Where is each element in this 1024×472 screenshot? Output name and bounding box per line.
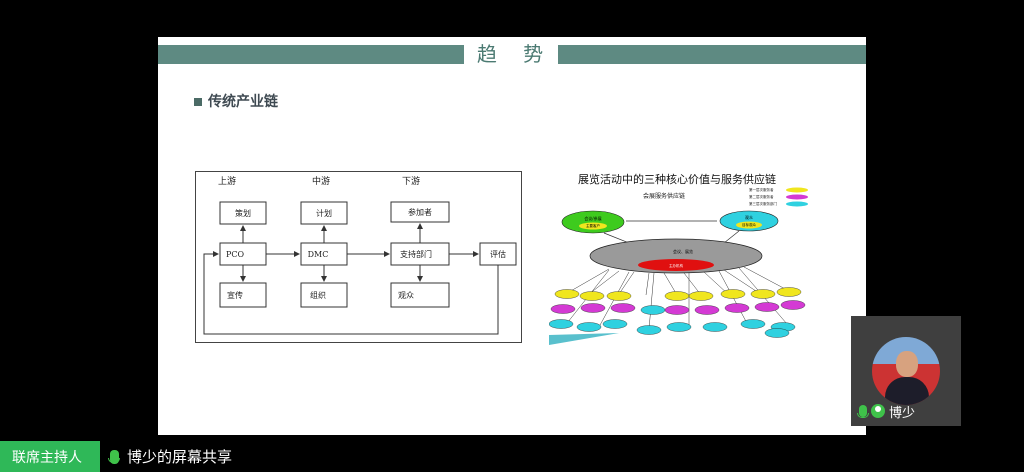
chain-mid-1: DMC [308,250,329,259]
chain-bottom-1: 组织 [310,290,326,300]
legend-swatch-2 [786,194,808,200]
chain-header-downstream: 下游 [402,175,420,187]
right-node-sub: 目标观众 [742,222,756,227]
chain-header-upstream: 上游 [218,175,236,187]
screen-share-indicator: 博少的屏幕共享 [108,446,233,467]
legend-label-1: 第一层次服务者 [749,187,774,192]
user-icon [871,404,885,418]
participant-video-tile[interactable]: 博少 [851,316,961,426]
chain-top-0: 策划 [235,208,251,218]
chain-header-midstream: 中游 [312,175,330,187]
supply-chain-label: 会展服务供应链 [643,192,685,200]
chain-mid-3: 评估 [490,249,506,259]
legend-swatch-1 [786,187,808,193]
supply-chain-title: 展览活动中的三种核心价值与服务供应链 [578,173,776,186]
chain-mid-0: PCO [226,250,245,259]
right-node-title: 观众 [745,215,753,220]
legend-label-2: 第二层次服务者 [749,194,774,199]
supply-chain-svg: 会展服务供应链 第一层次服务者 第二层次服务者 第三层次服务部门 会议/参展 主… [548,187,808,345]
chain-mid-2: 支持部门 [400,249,432,259]
bullet-square-icon [194,98,202,106]
participant-name: 博少 [889,405,916,421]
participant-avatar [872,337,940,405]
microphone-icon [108,449,120,464]
microphone-icon [857,405,869,418]
screen-share-label: 博少的屏幕共享 [127,448,233,466]
left-node-title: 会议/参展 [584,215,601,221]
title-bar-left [158,45,464,64]
chain-bottom-0: 宣传 [227,290,243,300]
industry-chain-svg: 上游 中游 下游 策划 计划 参加者 PCO DMC [203,175,517,335]
legend-label-3: 第三层次服务部门 [749,201,777,206]
center-label: 会议、展览 [673,248,693,254]
left-node-sub: 主要客户 [586,223,600,228]
slide-title: 趋 势 [476,42,554,66]
supply-chain-figure: 会展服务供应链 第一层次服务者 第二层次服务者 第三层次服务部门 会议/参展 主… [548,167,827,345]
chain-top-2: 参加者 [408,207,432,217]
title-bar-right [558,45,866,64]
legend-swatch-3 [786,201,808,207]
bottom-status-bar: 联席主持人 博少的屏幕共享 [0,441,1024,472]
slide-subtitle: 传统产业链 [208,94,278,110]
core-label: 主办机构 [669,263,683,268]
chain-top-1: 计划 [316,208,332,218]
participant-label: 博少 [857,402,916,421]
shared-slide: 趋 势 传统产业链 上游 中游 下游 [158,37,866,435]
co-host-badge: 联席主持人 [0,441,100,472]
chain-bottom-2: 观众 [398,291,414,300]
industry-chain-diagram: 上游 中游 下游 策划 计划 参加者 PCO DMC [195,171,522,343]
